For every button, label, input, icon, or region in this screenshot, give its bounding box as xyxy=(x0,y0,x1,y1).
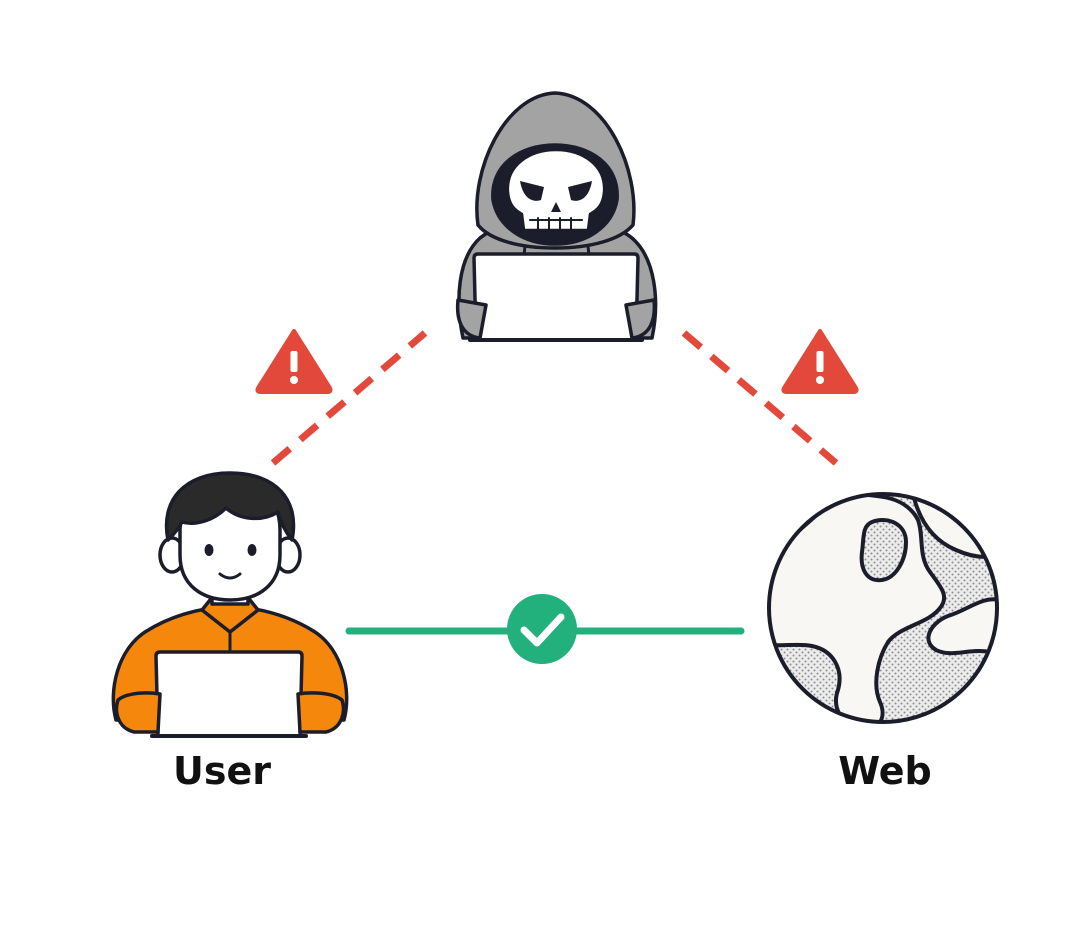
warning-icon-right xyxy=(781,329,859,394)
hooded-skull-hacker-with-laptop-icon xyxy=(455,91,658,342)
user-label: User xyxy=(173,749,271,793)
smiling-person-with-laptop-icon xyxy=(111,471,349,738)
web-label: Web xyxy=(838,749,932,793)
check-circle-icon xyxy=(507,594,577,664)
warning-icon-left xyxy=(255,329,333,394)
globe-icon xyxy=(767,492,999,724)
